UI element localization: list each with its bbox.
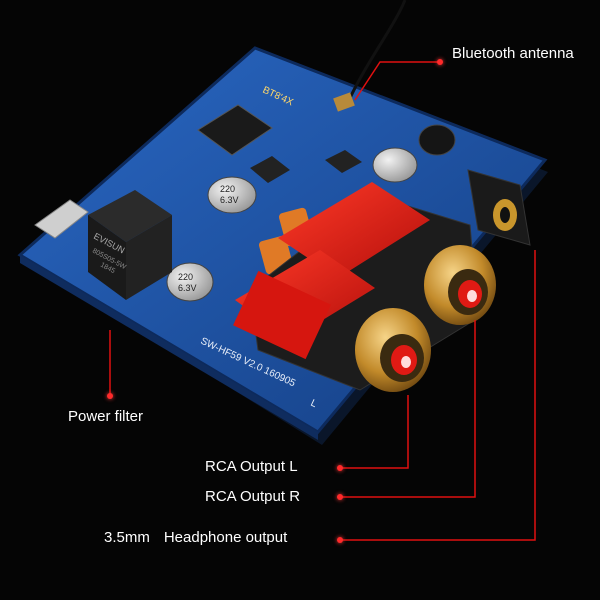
capacitor: 220 6.3V [207, 176, 257, 214]
marker-bluetooth [437, 59, 443, 65]
label-rca-output-l: RCA Output L [205, 458, 298, 475]
leader-headphone [340, 250, 536, 541]
capacitor-black [418, 124, 456, 156]
small-chip-2 [325, 150, 362, 173]
label-headphone-output: 3.5mm Headphone output [104, 529, 287, 546]
rca-jack-left [424, 245, 496, 325]
headphone-size: 3.5mm [104, 529, 150, 546]
capacitor [372, 147, 418, 183]
pcb-edge [20, 255, 318, 440]
leader-rca-r [340, 320, 476, 498]
side-mark: L [309, 398, 319, 411]
capacitor: 220 6.3V [166, 262, 214, 302]
rca-jack-right [355, 308, 431, 392]
svg-text:220: 220 [178, 272, 193, 282]
antenna-wire [348, 0, 407, 99]
micro-usb-port [34, 199, 89, 239]
marker-power [107, 393, 113, 399]
main-chip [197, 104, 273, 156]
antenna-connector [333, 92, 355, 112]
headphone-output-text: Headphone output [163, 529, 288, 546]
svg-text:220: 220 [220, 184, 235, 194]
leader-lines [109, 61, 536, 541]
marker-headphone [337, 537, 343, 543]
svg-text:6.3V: 6.3V [220, 195, 239, 205]
label-power-filter: Power filter [68, 408, 144, 425]
leader-rca-l [340, 395, 409, 469]
marker-rca-r [337, 494, 343, 500]
power-filter-module: EVISUN 805S05-5W 1845 [88, 190, 172, 300]
label-bluetooth-antenna: Bluetooth antenna [452, 45, 574, 62]
headphone-jack [467, 169, 531, 246]
label-rca-output-r: RCA Output R [205, 488, 301, 505]
svg-text:6.3V: 6.3V [178, 283, 197, 293]
leader-bluetooth [354, 61, 440, 101]
marker-rca-l [337, 465, 343, 471]
small-chip [250, 156, 290, 183]
